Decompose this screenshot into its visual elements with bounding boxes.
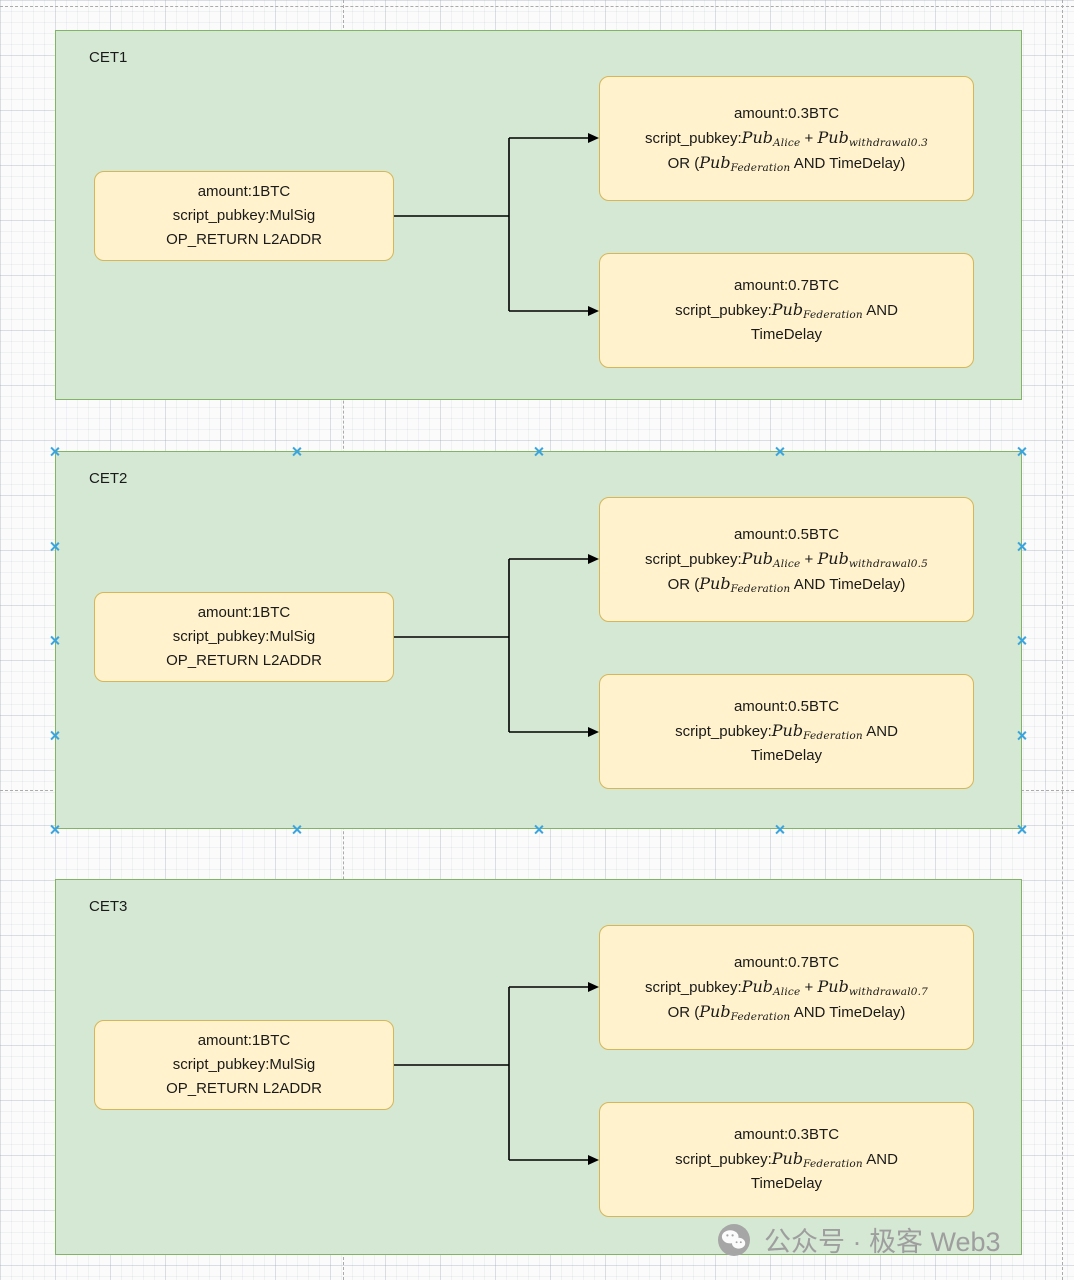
script-line: script_pubkey:PubFederation AND xyxy=(675,719,898,744)
pub-withdrawal: Pubwithdrawal0.5 xyxy=(817,548,929,570)
timedelay-line: TimeDelay xyxy=(750,747,823,764)
amount-line: amount:1BTC xyxy=(197,1032,291,1049)
connection-point-icon[interactable] xyxy=(50,824,61,835)
connection-point-icon[interactable] xyxy=(775,824,786,835)
or-suffix: AND TimeDelay) xyxy=(790,154,906,172)
connection-point-icon[interactable] xyxy=(50,635,61,646)
connection-point-icon[interactable] xyxy=(1017,730,1028,741)
pub-alice: PubAlice xyxy=(741,127,801,149)
plus-operator: + xyxy=(800,129,818,147)
script-line: script_pubkey:PubAlice + Pubwithdrawal0.… xyxy=(645,975,928,1000)
condition-line: OR (PubFederation AND TimeDelay) xyxy=(668,572,906,597)
wechat-icon xyxy=(718,1223,750,1256)
script-prefix: script_pubkey: xyxy=(644,978,742,996)
connection-point-icon[interactable] xyxy=(50,541,61,552)
condition-line: OR (PubFederation AND TimeDelay) xyxy=(668,1000,906,1025)
panel-title: CET2 xyxy=(89,470,128,487)
or-prefix: OR ( xyxy=(667,575,700,593)
script-line: script_pubkey:PubFederation AND xyxy=(675,298,898,323)
panel-title: CET1 xyxy=(89,49,128,66)
panel-title: CET3 xyxy=(89,898,128,915)
input-tx-node[interactable]: amount:1BTC script_pubkey:MulSig OP_RETU… xyxy=(94,171,394,261)
output-node-federation[interactable]: amount:0.7BTC script_pubkey:PubFederatio… xyxy=(599,253,974,368)
script-line: script_pubkey:MulSig xyxy=(172,628,316,645)
and-suffix: AND xyxy=(862,1151,898,1168)
output-node-withdrawal[interactable]: amount:0.3BTC script_pubkey:PubAlice + P… xyxy=(599,76,974,201)
script-prefix: script_pubkey: xyxy=(644,129,742,147)
condition-line: OR (PubFederation AND TimeDelay) xyxy=(668,151,906,176)
or-suffix: AND TimeDelay) xyxy=(790,575,906,593)
pub-federation: PubFederation xyxy=(771,1149,863,1170)
timedelay-line: TimeDelay xyxy=(750,326,823,343)
connection-point-icon[interactable] xyxy=(1017,824,1028,835)
output-node-federation[interactable]: amount:0.3BTC script_pubkey:PubFederatio… xyxy=(599,1102,974,1217)
connection-point-icon[interactable] xyxy=(775,446,786,457)
input-tx-node[interactable]: amount:1BTC script_pubkey:MulSig OP_RETU… xyxy=(94,1020,394,1110)
connection-point-icon[interactable] xyxy=(292,446,303,457)
panel-cet2[interactable]: CET2 amount:1BTC script_pubkey:MulSig OP… xyxy=(55,451,1022,829)
and-suffix: AND xyxy=(862,723,898,740)
input-tx-node[interactable]: amount:1BTC script_pubkey:MulSig OP_RETU… xyxy=(94,592,394,682)
watermark-text: 公众号 · 极客 Web3 xyxy=(764,1227,1001,1257)
opreturn-line: OP_RETURN L2ADDR xyxy=(166,231,322,248)
pub-alice: PubAlice xyxy=(741,976,801,998)
pub-withdrawal: Pubwithdrawal0.3 xyxy=(817,127,929,149)
connection-point-icon[interactable] xyxy=(292,824,303,835)
page-boundary-guide-right xyxy=(1062,0,1063,1280)
plus-operator: + xyxy=(800,550,818,568)
connection-point-icon[interactable] xyxy=(1017,446,1028,457)
opreturn-line: OP_RETURN L2ADDR xyxy=(166,1080,322,1097)
amount-line: amount:1BTC xyxy=(197,183,291,200)
script-line: script_pubkey:PubFederation AND xyxy=(675,1147,898,1172)
watermark: 公众号 · 极客 Web3 xyxy=(716,1220,1001,1259)
script-line: script_pubkey:PubAlice + Pubwithdrawal0.… xyxy=(645,547,928,572)
script-line: script_pubkey:MulSig xyxy=(172,207,316,224)
and-suffix: AND xyxy=(862,302,898,319)
timedelay-line: TimeDelay xyxy=(750,1175,823,1192)
connection-point-icon[interactable] xyxy=(1017,541,1028,552)
pub-federation: PubFederation xyxy=(699,1001,791,1023)
script-prefix: script_pubkey: xyxy=(675,1151,772,1168)
connection-point-icon[interactable] xyxy=(50,730,61,741)
script-prefix: script_pubkey: xyxy=(675,723,772,740)
panel-cet3[interactable]: CET3 amount:1BTC script_pubkey:MulSig OP… xyxy=(55,879,1022,1255)
amount-line: amount:0.7BTC xyxy=(733,277,840,294)
connection-point-icon[interactable] xyxy=(534,446,545,457)
pub-federation: PubFederation xyxy=(771,721,863,742)
page-boundary-guide-top xyxy=(0,6,1074,7)
connection-point-icon[interactable] xyxy=(1017,635,1028,646)
amount-line: amount:0.3BTC xyxy=(733,1126,840,1143)
script-prefix: script_pubkey: xyxy=(675,302,772,319)
script-line: script_pubkey:MulSig xyxy=(172,1056,316,1073)
opreturn-line: OP_RETURN L2ADDR xyxy=(166,652,322,669)
amount-line: amount:0.5BTC xyxy=(733,698,840,715)
or-prefix: OR ( xyxy=(667,1003,700,1021)
script-line: script_pubkey:PubAlice + Pubwithdrawal0.… xyxy=(645,126,928,151)
connection-point-icon[interactable] xyxy=(534,824,545,835)
or-prefix: OR ( xyxy=(667,154,700,172)
pub-federation: PubFederation xyxy=(771,300,863,321)
output-node-withdrawal[interactable]: amount:0.7BTC script_pubkey:PubAlice + P… xyxy=(599,925,974,1050)
pub-withdrawal: Pubwithdrawal0.7 xyxy=(817,976,929,998)
output-node-withdrawal[interactable]: amount:0.5BTC script_pubkey:PubAlice + P… xyxy=(599,497,974,622)
connection-point-icon[interactable] xyxy=(50,446,61,457)
output-node-federation[interactable]: amount:0.5BTC script_pubkey:PubFederatio… xyxy=(599,674,974,789)
pub-federation: PubFederation xyxy=(699,152,791,174)
panel-cet1[interactable]: CET1 amount:1BTC script_pubkey:MulSig OP… xyxy=(55,30,1022,400)
script-prefix: script_pubkey: xyxy=(644,550,742,568)
pub-alice: PubAlice xyxy=(741,548,801,570)
amount-line: amount:0.3BTC xyxy=(733,104,840,122)
plus-operator: + xyxy=(800,978,818,996)
amount-line: amount:1BTC xyxy=(197,604,291,621)
pub-federation: PubFederation xyxy=(699,573,791,595)
or-suffix: AND TimeDelay) xyxy=(790,1003,906,1021)
amount-line: amount:0.5BTC xyxy=(733,525,840,543)
amount-line: amount:0.7BTC xyxy=(733,953,840,971)
